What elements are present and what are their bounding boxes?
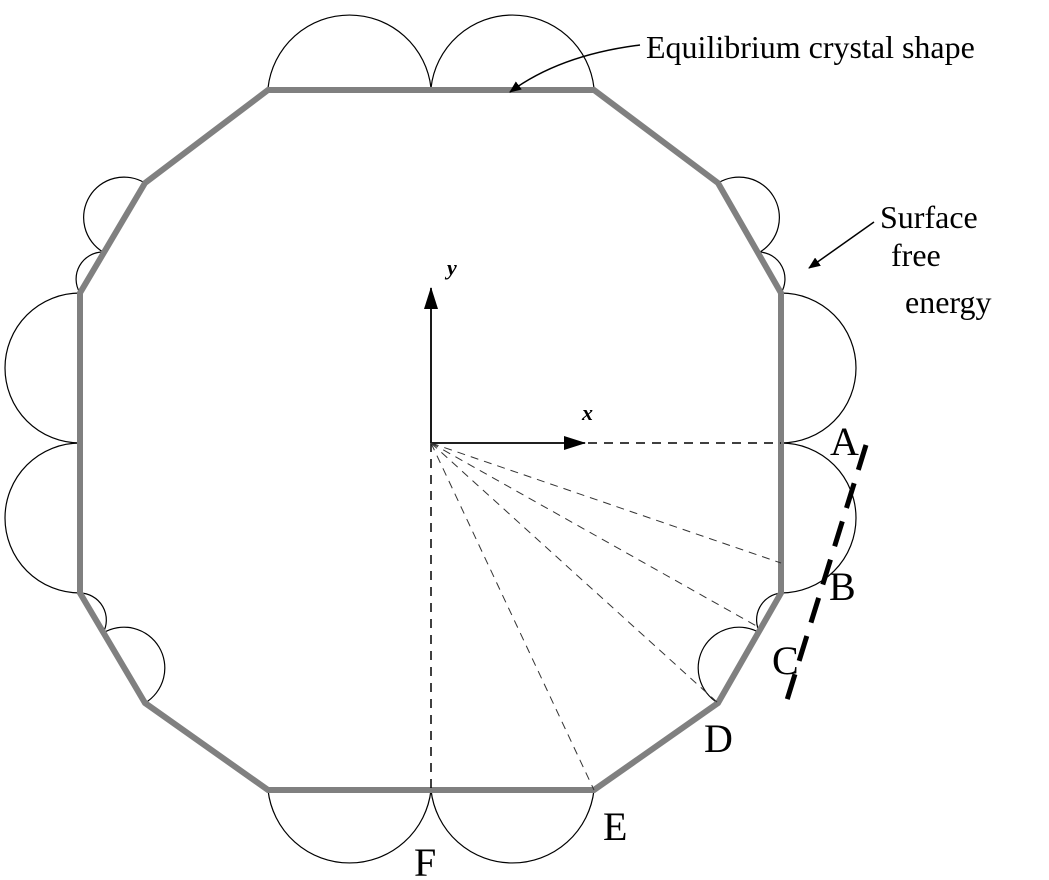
y-axis-label: y xyxy=(444,255,457,280)
x-axis-label: x xyxy=(581,400,593,425)
ray-to-d xyxy=(430,442,719,704)
point-label-f: F xyxy=(414,840,436,880)
equilibrium-crystal-shape-label: Equilibrium crystal shape xyxy=(646,29,975,65)
point-label-e: E xyxy=(603,804,627,849)
tangent-line xyxy=(784,444,869,701)
ray-to-c xyxy=(430,442,761,629)
point-label-c: C xyxy=(772,638,799,683)
surface-free-energy-label-line2: free xyxy=(891,237,941,273)
surface-free-energy-label-line1: Surface xyxy=(880,199,978,235)
point-label-d: D xyxy=(704,716,733,761)
point-label-b: B xyxy=(829,564,856,609)
surface-free-energy-label-line3: energy xyxy=(905,284,991,320)
ray-to-e xyxy=(430,442,595,791)
point-label-a: A xyxy=(830,419,859,464)
ecs-pointer-arrow xyxy=(509,44,641,93)
surface-free-energy-curve xyxy=(4,14,857,864)
ray-to-b xyxy=(430,442,782,564)
surface-energy-pointer-arrow xyxy=(808,221,875,269)
